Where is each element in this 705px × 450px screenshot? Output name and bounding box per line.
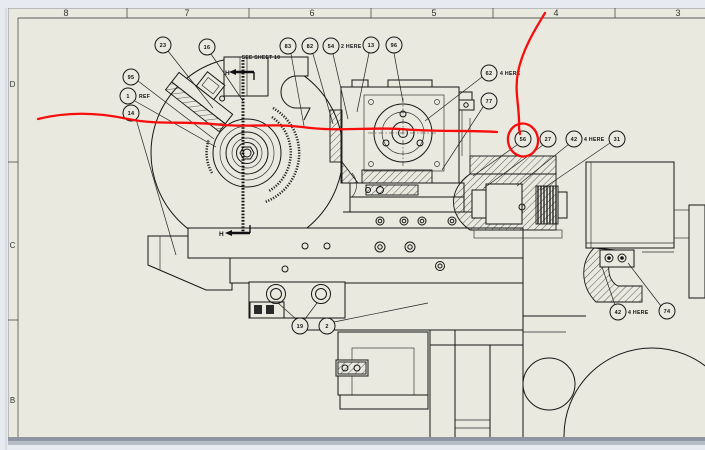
balloon-82-label: 82 (307, 44, 314, 50)
balloon-31[interactable]: 31 (608, 130, 626, 148)
balloon-56[interactable]: 56 (514, 130, 532, 148)
motor-assembly (453, 155, 568, 239)
small-wheel-circle (522, 357, 576, 411)
balloon-16-label: 16 (204, 45, 211, 51)
balloon-74[interactable]: 74 (658, 302, 676, 320)
balloon-82[interactable]: 82 (301, 37, 319, 55)
balloon-42-lower[interactable]: 42 (609, 303, 627, 321)
balloon-77[interactable]: 77 (480, 92, 498, 110)
balloon-96-label: 96 (391, 43, 398, 49)
balloon-19-label: 19 (297, 324, 304, 330)
zone-row-labels: D C B (10, 80, 16, 405)
zone-row-b: B (10, 396, 15, 405)
balloon-23-label: 23 (160, 43, 167, 49)
balloon-1[interactable]: 1 (119, 87, 137, 105)
balloon-42-mid[interactable]: 42 (565, 130, 583, 148)
balloon-54[interactable]: 54 (322, 37, 340, 55)
balloon-2[interactable]: 2 (318, 317, 336, 335)
balloon-74-label: 74 (664, 309, 671, 315)
balloon-83[interactable]: 83 (279, 37, 297, 55)
balloon-56-label: 56 (520, 137, 527, 143)
section-label-bottom: H (219, 231, 224, 238)
zone-col-7: 7 (184, 8, 189, 18)
balloon-54-label: 54 (328, 44, 335, 50)
balloon-95[interactable]: 95 (122, 68, 140, 86)
balloon-16[interactable]: 16 (198, 38, 216, 56)
qty-4-here-note-1: 4 HERE (500, 71, 521, 77)
balloons: 23 16 95 1 REF 14 83 82 54 2 HERE 13 96 … (119, 36, 676, 335)
balloon-1-label: 1 (126, 94, 129, 100)
balloon-31-label: 31 (614, 137, 621, 143)
zone-dividers (8, 8, 616, 321)
flange-box (329, 79, 475, 213)
right-block (585, 161, 705, 299)
zone-column-labels: 8 7 6 5 4 3 (63, 8, 680, 18)
zone-col-5: 5 (431, 8, 436, 18)
balloon-95-label: 95 (128, 75, 135, 81)
balloon-19[interactable]: 19 (291, 317, 309, 335)
balloon-42-mid-label: 42 (571, 137, 578, 143)
section-cut-h: H H SEE SHEET 10 (219, 55, 280, 238)
qty-4-here-note-3: 4 HERE (628, 310, 649, 316)
zone-col-8: 8 (63, 8, 68, 18)
ref-note: REF (139, 94, 150, 100)
balloon-27-label: 27 (545, 137, 552, 143)
zone-col-4: 4 (553, 8, 558, 18)
large-wheel-circle (563, 347, 705, 450)
red-ink-markup[interactable] (36, 11, 547, 159)
red-circle-around-balloon-56[interactable] (505, 121, 540, 159)
balloon-96[interactable]: 96 (385, 36, 403, 54)
qty-2-here-note: 2 HERE (341, 44, 362, 50)
zone-row-c: C (10, 241, 16, 250)
clamp-bracket (164, 71, 234, 133)
balloon-23[interactable]: 23 (154, 36, 172, 54)
bearing-bracket (583, 247, 674, 303)
balloon-leaders (134, 50, 662, 323)
red-vertical-stroke[interactable] (515, 11, 547, 136)
balloon-83-label: 83 (285, 44, 292, 50)
section-label-top: H (225, 70, 230, 77)
fastener-bracket (248, 281, 346, 319)
balloon-14[interactable]: 14 (122, 104, 140, 122)
balloon-2-label: 2 (325, 324, 328, 330)
balloon-27[interactable]: 27 (539, 130, 557, 148)
qty-4-here-note-2: 4 HERE (584, 137, 605, 143)
lower-frame (335, 283, 586, 450)
balloon-13-label: 13 (368, 43, 375, 49)
zone-row-d: D (10, 80, 16, 89)
red-horizontal-stroke[interactable] (36, 112, 499, 134)
hub-housing (150, 56, 344, 250)
balloon-14-label: 14 (128, 111, 135, 117)
balloon-62-label: 62 (486, 71, 493, 77)
bolt-holes (281, 216, 457, 273)
balloon-13[interactable]: 13 (362, 36, 380, 54)
zone-col-3: 3 (675, 8, 680, 18)
balloon-62[interactable]: 62 (480, 64, 498, 82)
balloon-42-lower-label: 42 (615, 310, 622, 316)
assembly-section-view: H H SEE SHEET 10 (147, 55, 705, 450)
balloon-77-label: 77 (486, 99, 493, 105)
zone-col-6: 6 (309, 8, 314, 18)
see-sheet-note: SEE SHEET 10 (242, 55, 281, 61)
